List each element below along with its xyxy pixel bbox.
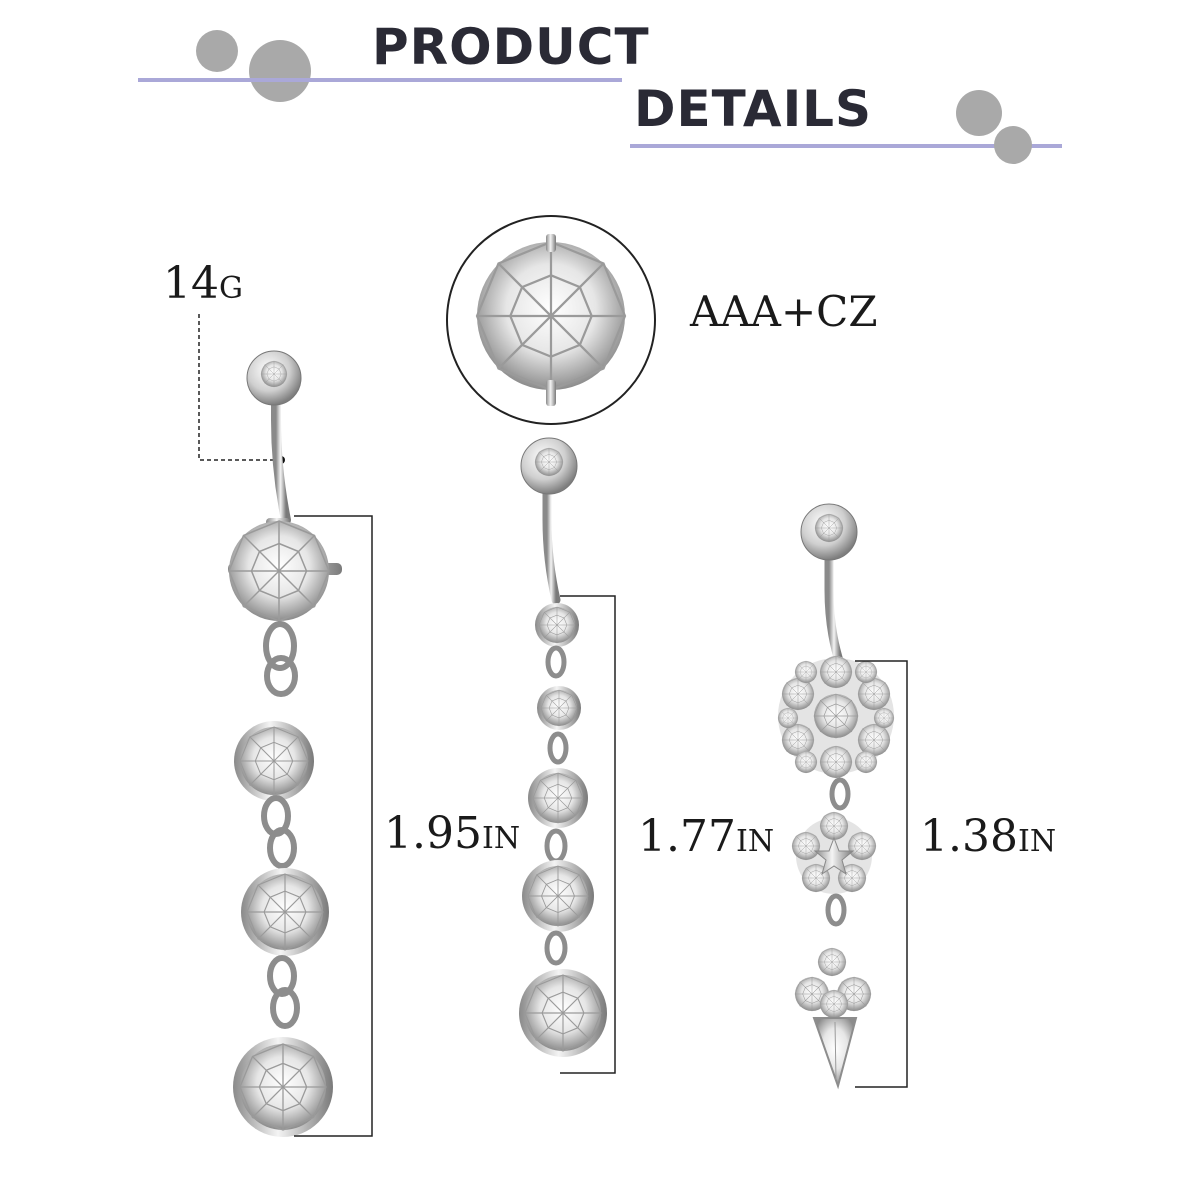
decor-dot <box>994 126 1032 164</box>
length-number-2: 1.77 <box>638 811 736 862</box>
header-rule <box>138 78 622 82</box>
length-label-1: 1.95IN <box>384 812 520 856</box>
belly-ring-1 <box>228 350 342 1137</box>
decor-dot <box>196 30 238 72</box>
decor-dot <box>956 90 1002 136</box>
gauge-number: 14 <box>163 258 219 309</box>
belly-ring-3 <box>777 503 895 1090</box>
belly-ring-2 <box>519 437 607 1057</box>
length-number-3: 1.38 <box>920 811 1018 862</box>
header-rule <box>630 144 1062 148</box>
gauge-label: 14G <box>163 262 243 306</box>
title-details: DETAILS <box>634 80 873 138</box>
length-unit-3: IN <box>1017 824 1057 859</box>
length-label-3: 1.38IN <box>920 815 1056 859</box>
decor-dot <box>249 40 311 102</box>
length-number-1: 1.95 <box>384 808 482 859</box>
length-unit-1: IN <box>481 821 521 856</box>
dimension-bracket-3 <box>855 660 908 1088</box>
stone-label: AAA+CZ <box>690 287 878 336</box>
length-unit-2: IN <box>735 824 775 859</box>
title-product: PRODUCT <box>372 18 650 76</box>
dimension-bracket-2 <box>560 595 616 1074</box>
gauge-unit: G <box>219 271 243 306</box>
stone-closeup <box>446 215 656 425</box>
dimension-bracket-1 <box>294 515 373 1137</box>
length-label-2: 1.77IN <box>638 815 774 859</box>
